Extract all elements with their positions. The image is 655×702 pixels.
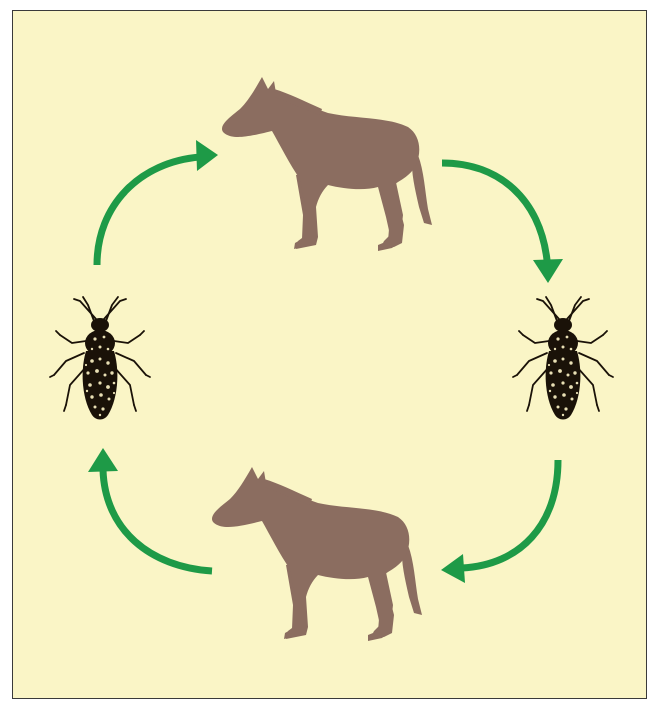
transmission-cycle-diagram: [0, 0, 655, 702]
